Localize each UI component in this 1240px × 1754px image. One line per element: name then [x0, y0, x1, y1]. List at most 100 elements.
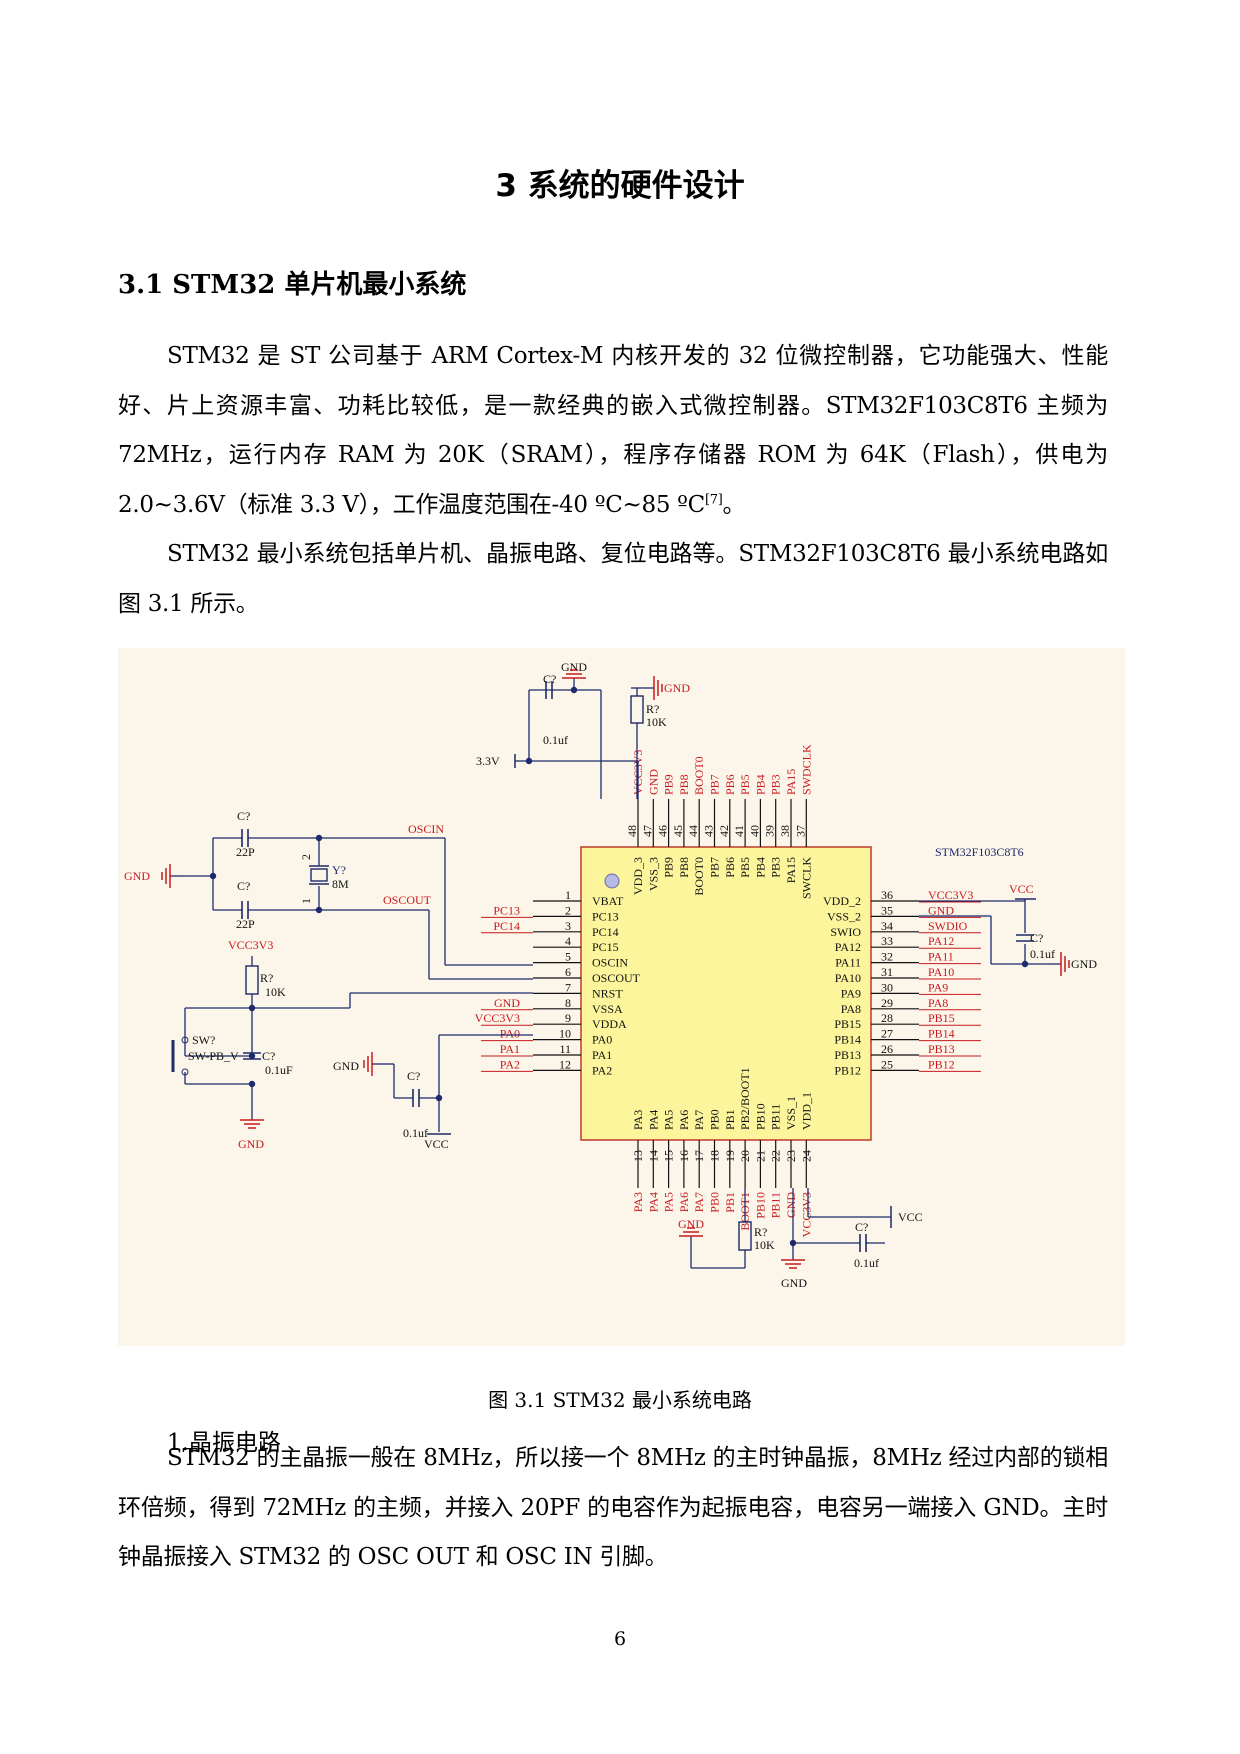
- bottom-pin-number-16: 16: [677, 1150, 691, 1162]
- cap-top-ref: C?: [543, 672, 556, 686]
- left-pin-name-1: VBAT: [592, 894, 624, 908]
- vcc-bottom-label: VCC: [898, 1210, 923, 1224]
- cap-bottom-ref: C?: [855, 1220, 868, 1234]
- right-pin-name-27: PB14: [834, 1033, 861, 1047]
- right-pin-net-29: PA8: [928, 996, 948, 1010]
- res-boot0-value: 10K: [646, 715, 667, 729]
- left-pin-number-12: 12: [559, 1057, 571, 1071]
- top-pin-number-43: 43: [702, 825, 716, 837]
- left-pin-number-4: 4: [565, 934, 571, 948]
- res-reset-value: 10K: [265, 985, 286, 999]
- top-pin-number-40: 40: [747, 825, 761, 837]
- cap-vdda-ref: C?: [407, 1069, 420, 1083]
- cap-bottom-value: 0.1uf: [854, 1256, 879, 1270]
- right-pin-number-27: 27: [881, 1027, 893, 1041]
- cap-xtal2-ref: C?: [237, 879, 250, 893]
- left-pin-number-9: 9: [565, 1011, 571, 1025]
- top-pin-number-38: 38: [778, 825, 792, 837]
- bottom-pin-name-15: PA5: [662, 1110, 676, 1130]
- vcc3v3-reset-label: VCC3V3: [228, 938, 273, 952]
- top-pin-name-48: VDD_3: [631, 857, 645, 895]
- left-pin-name-6: OSCOUT: [592, 971, 641, 985]
- bottom-pin-number-15: 15: [662, 1150, 676, 1162]
- res-boot1-value: 10K: [754, 1238, 775, 1252]
- right-pin-net-31: PA10: [928, 965, 954, 979]
- right-pin-number-31: 31: [881, 965, 893, 979]
- top-pin-net-44: BOOT0: [692, 756, 706, 795]
- right-pin-number-25: 25: [881, 1057, 893, 1071]
- right-pin-net-26: PB13: [928, 1042, 955, 1056]
- top-pin-name-38: PA15: [784, 857, 798, 883]
- bottom-pin-net-23: GND: [784, 1192, 798, 1218]
- bottom-pin-name-14: PA4: [646, 1110, 660, 1130]
- left-pin-number-7: 7: [565, 980, 571, 994]
- crystal-pin1: 1: [299, 898, 313, 904]
- left-pin-name-8: VSSA: [592, 1002, 623, 1016]
- gnd-reset-label: GND: [238, 1137, 264, 1151]
- oscout-label: OSCOUT: [383, 893, 432, 907]
- bottom-pin-number-20: 20: [738, 1150, 752, 1162]
- bottom-pin-net-18: PB0: [708, 1192, 722, 1213]
- right-pin-name-34: SWIO: [830, 925, 861, 939]
- left-pin-net-8: GND: [494, 996, 520, 1010]
- left-pin-number-8: 8: [565, 996, 571, 1010]
- paragraph-intro-text: STM32 是 ST 公司基于 ARM Cortex-M 内核开发的 32 位微…: [118, 343, 1108, 518]
- left-pin-net-3: PC14: [493, 919, 520, 933]
- bottom-pin-number-14: 14: [646, 1150, 660, 1162]
- right-pin-number-26: 26: [881, 1042, 893, 1056]
- cap-xtal1-value: 22P: [236, 845, 255, 859]
- top-pin-number-46: 46: [656, 825, 670, 837]
- top-pin-number-41: 41: [732, 825, 746, 837]
- left-pin-name-12: PA2: [592, 1063, 612, 1077]
- right-pin-number-32: 32: [881, 950, 893, 964]
- left-pin-net-10: PA0: [500, 1027, 520, 1041]
- vcc-right-label: VCC: [1009, 882, 1034, 896]
- top-pin-net-40: PB4: [753, 774, 767, 795]
- paragraph-intro: STM32 是 ST 公司基于 ARM Cortex-M 内核开发的 32 位微…: [118, 332, 1108, 530]
- bottom-pin-name-16: PA6: [677, 1110, 691, 1130]
- top-pin-net-39: PB3: [769, 774, 783, 795]
- bottom-pin-net-21: PB10: [753, 1192, 767, 1219]
- gnd-boot1-label: GND: [678, 1217, 704, 1231]
- top-pin-number-45: 45: [671, 825, 685, 837]
- right-pin-net-33: PA12: [928, 934, 954, 948]
- top-pin-name-47: VSS_3: [646, 857, 660, 891]
- right-pin-name-30: PA9: [841, 986, 861, 1000]
- bottom-pin-number-17: 17: [692, 1150, 706, 1162]
- right-pin-number-35: 35: [881, 903, 893, 917]
- cap-top-value: 0.1uf: [543, 733, 568, 747]
- right-pin-number-34: 34: [881, 919, 893, 933]
- top-pin-net-47: GND: [646, 769, 660, 795]
- gnd-xtal-label: GND: [124, 869, 150, 883]
- bottom-pin-net-19: PB1: [723, 1192, 737, 1213]
- top-pin-name-46: PB9: [662, 857, 676, 878]
- right-pin-net-25: PB12: [928, 1057, 955, 1071]
- top-pin-net-45: PB8: [677, 774, 691, 795]
- cap-right-value: 0.1uf: [1030, 947, 1055, 961]
- bottom-pin-net-16: PA6: [677, 1192, 691, 1212]
- left-pin-number-10: 10: [559, 1027, 571, 1041]
- oscin-label: OSCIN: [408, 822, 444, 836]
- right-pin-name-28: PB15: [834, 1017, 861, 1031]
- cap-reset-ref: C?: [262, 1049, 275, 1063]
- bottom-pin-name-18: PB0: [708, 1109, 722, 1130]
- right-pin-net-32: PA11: [928, 950, 954, 964]
- top-pin-number-37: 37: [793, 825, 807, 837]
- top-pin-name-37: SWCLK: [799, 857, 813, 899]
- pin1-marker: [604, 873, 620, 889]
- gnd-boot0-label: GND: [664, 681, 690, 695]
- cap-vdda-value: 0.1uf: [403, 1126, 428, 1140]
- bottom-pin-number-22: 22: [769, 1150, 783, 1162]
- left-pin-number-5: 5: [565, 950, 571, 964]
- bottom-pin-net-22: PB11: [769, 1192, 783, 1218]
- section-title: 3.1 STM32 单片机最小系统: [118, 270, 467, 300]
- gnd-label-top: GND: [561, 660, 587, 674]
- top-pin-net-41: PB5: [738, 774, 752, 795]
- gnd-vdda-label: GND: [333, 1059, 359, 1073]
- cap-reset-value: 0.1uF: [265, 1063, 293, 1077]
- bottom-pin-number-21: 21: [753, 1150, 767, 1162]
- left-pin-net-11: PA1: [500, 1042, 520, 1056]
- subheading-crystal: 1.晶振电路: [167, 1430, 281, 1456]
- crystal-body: [310, 868, 328, 882]
